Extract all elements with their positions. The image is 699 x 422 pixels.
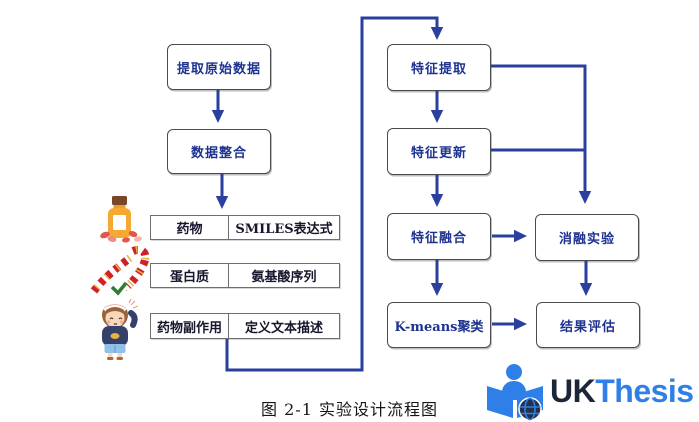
logo-text-uk: UK bbox=[550, 372, 596, 409]
medicine-bottle-icon bbox=[100, 196, 142, 243]
logo-text-thesis: Thesis bbox=[595, 372, 694, 409]
table-cell-value: SMILES表达式 bbox=[235, 222, 333, 237]
logo-wordmark: UKThesis bbox=[550, 373, 694, 410]
box-data-integration: 数据整合 bbox=[167, 129, 271, 174]
branch-extraction-to-ablation bbox=[490, 64, 592, 204]
patient-child-icon bbox=[102, 299, 139, 360]
ukthesis-reader-globe-icon bbox=[487, 364, 543, 421]
table-row-side-effect: 药物副作用 定义文本描述 bbox=[150, 313, 340, 339]
table-row-drug: 药物 SMILES表达式 bbox=[150, 215, 340, 240]
figure-caption: 图 2-1 实验设计流程图 bbox=[261, 400, 438, 419]
box-label: K-means聚类 bbox=[394, 319, 484, 335]
table-cell-value: 定义文本描述 bbox=[244, 320, 323, 336]
table-cell-value: 氨基酸序列 bbox=[251, 270, 317, 285]
box-feature-extraction: 特征提取 bbox=[387, 44, 491, 91]
protein-structure-icon bbox=[90, 245, 150, 296]
box-label: 特征更新 bbox=[410, 146, 467, 161]
box-kmeans-clustering: K-means聚类 bbox=[387, 302, 491, 348]
table-cell-key: 药物副作用 bbox=[151, 314, 229, 338]
box-feature-fusion: 特征融合 bbox=[387, 213, 491, 260]
box-label: 特征融合 bbox=[410, 231, 467, 246]
box-ablation-experiment: 消融实验 bbox=[535, 214, 639, 261]
box-label: 数据整合 bbox=[190, 146, 247, 161]
box-result-evaluation: 结果评估 bbox=[536, 302, 640, 348]
table-cell-key: 药物 bbox=[151, 216, 229, 239]
box-label: 特征提取 bbox=[410, 62, 467, 77]
table-cell-key: 蛋白质 bbox=[151, 264, 229, 287]
box-label: 消融实验 bbox=[558, 232, 615, 247]
box-extract-raw-data: 提取原始数据 bbox=[167, 44, 271, 90]
box-label: 提取原始数据 bbox=[176, 61, 261, 77]
ukthesis-logo: UKThesis bbox=[484, 361, 694, 421]
box-feature-update: 特征更新 bbox=[387, 128, 491, 175]
table-row-protein: 蛋白质 氨基酸序列 bbox=[150, 263, 340, 288]
loop-table-to-feature-extraction bbox=[225, 16, 444, 372]
box-label: 结果评估 bbox=[559, 319, 616, 335]
